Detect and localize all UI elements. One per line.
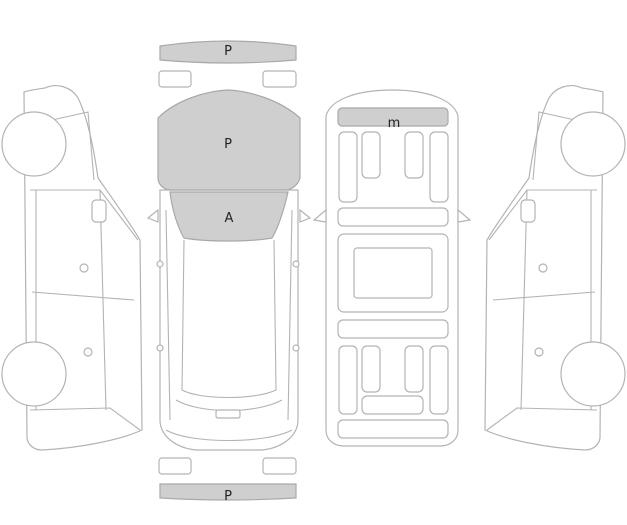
left-side-view	[1, 85, 143, 451]
right-side-view	[484, 85, 626, 451]
front-bumper-panel[interactable]	[159, 40, 297, 64]
roof-panel[interactable]	[337, 107, 449, 127]
hood-panel[interactable]	[157, 89, 301, 191]
front-bumper-mark: P	[224, 44, 232, 59]
top-view: P P A P	[146, 40, 312, 504]
rear-bumper-mark: P	[224, 489, 232, 504]
rear-left-light[interactable]	[158, 457, 192, 475]
windshield-mark: A	[225, 211, 234, 226]
windshield-panel[interactable]	[169, 191, 289, 242]
roof-mark: m	[388, 116, 401, 131]
interior-view: m	[312, 89, 472, 447]
left-rear-wheel[interactable]	[1, 341, 67, 407]
front-left-light[interactable]	[158, 70, 192, 88]
hood-mark: P	[224, 137, 232, 152]
right-rear-wheel[interactable]	[560, 341, 626, 407]
right-front-wheel[interactable]	[560, 111, 626, 177]
rear-bumper-panel[interactable]	[159, 483, 297, 501]
left-front-wheel[interactable]	[1, 111, 67, 177]
front-right-light[interactable]	[262, 70, 297, 88]
rear-right-light[interactable]	[262, 457, 297, 475]
